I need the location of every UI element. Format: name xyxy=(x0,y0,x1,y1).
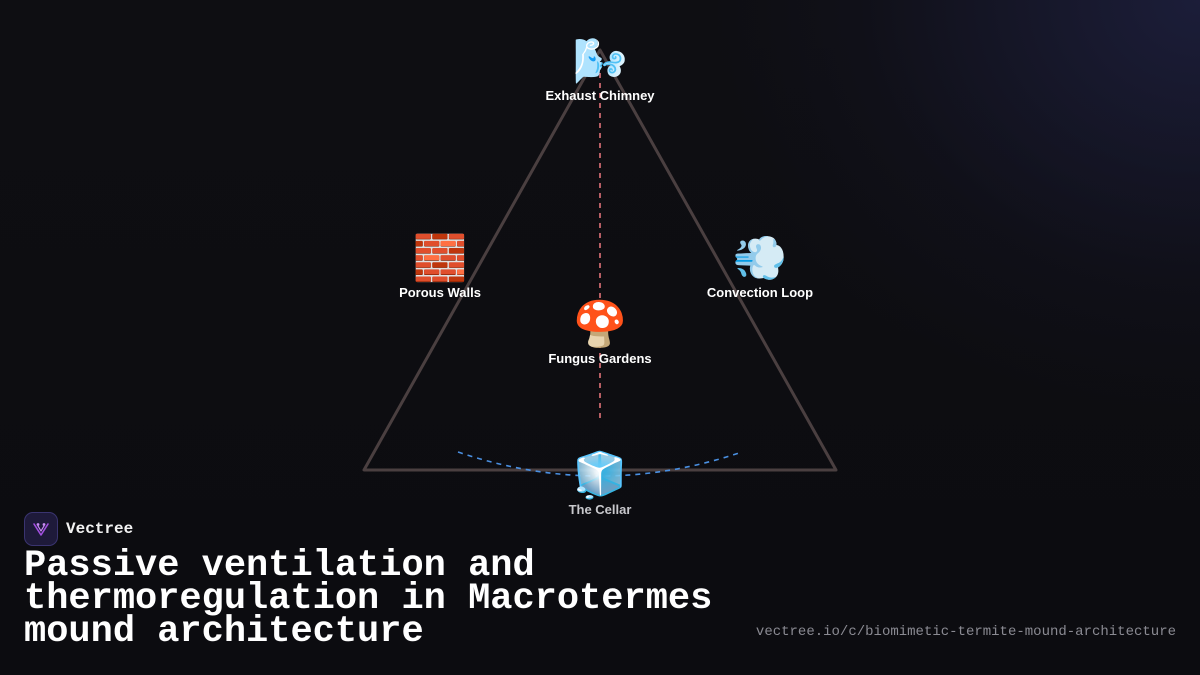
node-label: The Cellar xyxy=(568,502,632,517)
vectree-logo-icon xyxy=(24,512,58,546)
mound-triangle xyxy=(362,48,838,472)
brand: Vectree xyxy=(24,512,133,546)
dash-wind-icon: 💨 xyxy=(732,233,788,284)
cool-air-intake-curve xyxy=(457,451,743,477)
node-fungus-gardens: 🍄 Fungus Gardens xyxy=(510,299,690,366)
node-label: Exhaust Chimney xyxy=(545,88,655,103)
node-label: Fungus Gardens xyxy=(548,351,652,366)
node-porous-walls: 🧱 Porous Walls xyxy=(350,233,530,300)
node-the-cellar: 🧊 The Cellar xyxy=(510,450,690,517)
brand-name: Vectree xyxy=(66,520,134,538)
source-url[interactable]: vectree.io/c/biomimetic-termite-mound-ar… xyxy=(755,624,1176,640)
node-label: Porous Walls xyxy=(399,285,481,300)
brick-icon: 🧱 xyxy=(412,233,468,284)
node-label: Convection Loop xyxy=(706,285,814,300)
node-exhaust-chimney: 🌬️ Exhaust Chimney xyxy=(510,36,690,103)
wind-icon: 🌬️ xyxy=(572,36,628,87)
node-convection-loop: 💨 Convection Loop xyxy=(670,233,850,300)
ice-cube-icon: 🧊 xyxy=(572,450,628,501)
mushroom-icon: 🍄 xyxy=(572,299,628,350)
page-title: Passive ventilation and thermoregulation… xyxy=(24,545,713,653)
